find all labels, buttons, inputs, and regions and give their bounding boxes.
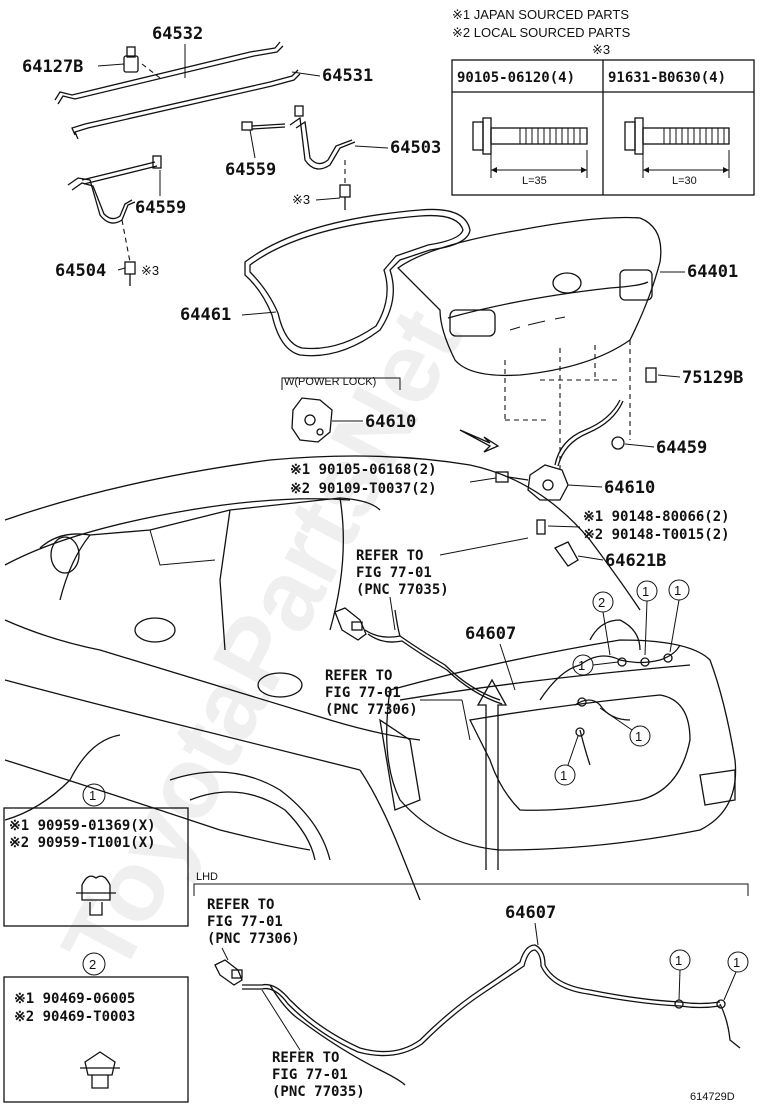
svg-text:1: 1 bbox=[674, 583, 681, 598]
part-64559-left: 64559 bbox=[135, 198, 186, 218]
clamp1-icon bbox=[76, 875, 116, 916]
clamp2-icon bbox=[80, 1051, 120, 1089]
clamp1-japan: ※1 90959-01369(X) bbox=[9, 818, 156, 834]
bolt-table: 90105-06120(4) 91631-B0630(4) L=35 L=30 bbox=[451, 59, 755, 196]
svg-text:1: 1 bbox=[733, 955, 740, 970]
fastener-screw-local: ※2 90109-T0037(2) bbox=[290, 481, 437, 497]
direction-arrow-icon bbox=[459, 429, 500, 453]
part-64607-lhd: 64607 bbox=[505, 903, 556, 923]
part-64504: 64504 bbox=[55, 261, 106, 281]
up-arrow-icon bbox=[476, 678, 508, 870]
bolt2-part-number: 91631-B0630(4) bbox=[608, 70, 726, 86]
trunk-lock-icon bbox=[495, 464, 569, 501]
bolt-table-marker: ※3 bbox=[592, 42, 610, 57]
bolt1-part-number: 90105-06120(4) bbox=[457, 70, 575, 86]
watermark: ToyotaPartsNet bbox=[41, 292, 483, 991]
part-64621b: 64621B bbox=[605, 551, 666, 571]
svg-text:1: 1 bbox=[642, 584, 649, 599]
clamp2-local: ※2 90469-T0003 bbox=[14, 1009, 135, 1025]
bolt1-length: L=35 bbox=[522, 175, 547, 187]
trunk-hinge-right-icon bbox=[241, 105, 356, 210]
vehicle-body-illustration bbox=[4, 455, 737, 901]
bolt2-length: L=30 bbox=[672, 175, 697, 187]
callout-balloons-lhd: 1 1 bbox=[669, 949, 749, 1001]
refer-label-77306-lhd: REFER TO FIG 77-01 (PNC 77306) bbox=[207, 897, 300, 947]
clamp1-local: ※2 90959-T1001(X) bbox=[9, 835, 156, 851]
torsion-bars-icon bbox=[54, 41, 301, 140]
assembly-guide-lines bbox=[504, 340, 631, 470]
clamp2-balloon bbox=[82, 952, 106, 976]
lock-assembly-icon bbox=[291, 397, 333, 443]
lhd-label: LHD bbox=[196, 871, 218, 883]
part-64621b-icon bbox=[554, 541, 579, 567]
lhd-opener-icon bbox=[214, 959, 243, 986]
callout-balloons-car: 2 1 1 1 1 1 bbox=[554, 579, 690, 786]
power-lock-label: W(POWER LOCK) bbox=[284, 376, 376, 388]
svg-text:1: 1 bbox=[635, 729, 642, 744]
clamp1-box bbox=[3, 807, 189, 927]
trunk-hinge-left-icon bbox=[67, 155, 162, 286]
part-64607-car: 64607 bbox=[465, 624, 516, 644]
part-64461: 64461 bbox=[180, 305, 231, 325]
refer-label-77306-car: REFER TO FIG 77-01 (PNC 77306) bbox=[325, 668, 418, 718]
part-64610-power-lock: 64610 bbox=[365, 412, 416, 432]
trunk-lid-icon bbox=[396, 216, 662, 377]
clamp1-balloon bbox=[82, 783, 106, 807]
refer-label-77035-lhd: REFER TO FIG 77-01 (PNC 77035) bbox=[272, 1050, 365, 1100]
part-64459-icon bbox=[611, 436, 625, 450]
mark-3-left: ※3 bbox=[141, 263, 159, 278]
clamp2-box bbox=[3, 976, 189, 1103]
flange-bolt-1-icon bbox=[472, 117, 588, 178]
clamp2-number: 2 bbox=[89, 957, 96, 972]
part-64503: 64503 bbox=[390, 138, 441, 158]
trunk-weatherstrip-icon bbox=[244, 208, 471, 357]
part-64401: 64401 bbox=[687, 262, 738, 282]
part-64459: 64459 bbox=[656, 438, 707, 458]
part-64531: 64531 bbox=[322, 66, 373, 86]
wire-harness-car-icon bbox=[364, 609, 681, 766]
part-64127b: 64127B bbox=[22, 57, 83, 77]
fastener-bolt-local: ※2 90148-T0015(2) bbox=[583, 527, 730, 543]
flange-bolt-2-icon bbox=[624, 117, 730, 178]
note-japan-sourced: ※1 JAPAN SOURCED PARTS bbox=[452, 7, 629, 22]
svg-text:1: 1 bbox=[560, 768, 567, 783]
part-64559-right: 64559 bbox=[225, 160, 276, 180]
clamp1-number: 1 bbox=[89, 788, 96, 803]
fastener-bolt-icon bbox=[536, 519, 546, 535]
part-64532: 64532 bbox=[152, 24, 203, 44]
fastener-bolt-japan: ※1 90148-80066(2) bbox=[583, 509, 730, 525]
note-local-sourced: ※2 LOCAL SOURCED PARTS bbox=[452, 25, 631, 40]
svg-text:1: 1 bbox=[578, 658, 585, 673]
trunk-opener-hinge-icon bbox=[334, 607, 367, 641]
lock-cable-icon bbox=[554, 399, 624, 467]
illustration-code: 614729D bbox=[690, 1091, 735, 1103]
fastener-screw-japan: ※1 90105-06168(2) bbox=[290, 462, 437, 478]
svg-text:2: 2 bbox=[598, 595, 605, 610]
refer-label-77035-top: REFER TO FIG 77-01 (PNC 77035) bbox=[356, 548, 449, 598]
clamp2-japan: ※1 90469-06005 bbox=[14, 991, 135, 1007]
part-64610: 64610 bbox=[604, 478, 655, 498]
wire-harness-lhd-icon bbox=[242, 944, 741, 1086]
mark-3-right: ※3 bbox=[292, 192, 310, 207]
svg-text:1: 1 bbox=[675, 953, 682, 968]
part-75129b-icon bbox=[645, 367, 657, 383]
part-75129b: 75129B bbox=[682, 368, 743, 388]
